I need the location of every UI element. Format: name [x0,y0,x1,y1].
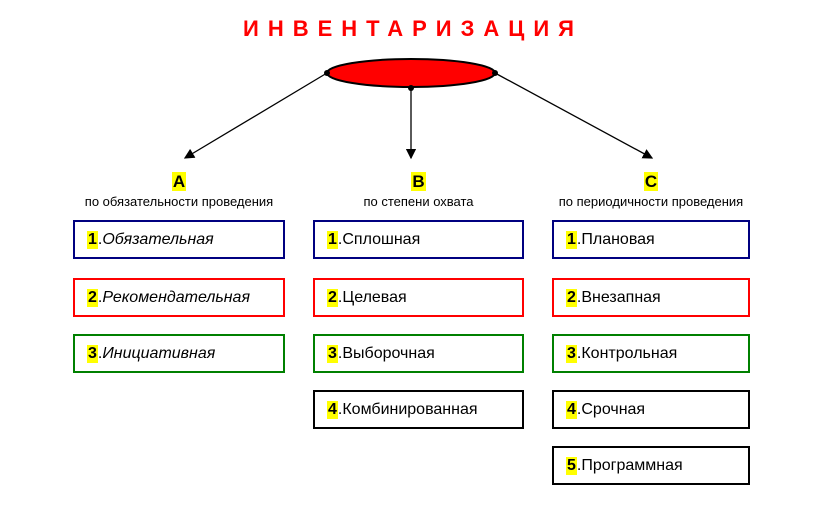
item-label: Контрольная [581,344,678,362]
item-label: Внезапная [581,288,661,306]
arrow-a [183,72,328,159]
category-box: 3. Инициативная [73,334,285,373]
item-number: 2 [566,288,577,307]
category-box: 4. Комбинированная [313,390,524,429]
item-number: 2 [87,288,98,307]
column-c-header: C по периодичности проведения [552,172,750,209]
column-letter: B [411,172,426,191]
item-label: Сплошная [342,230,421,248]
column-a-header: A по обязательности проведения [73,172,285,209]
item-number: 3 [327,344,338,363]
diagram-title: ИНВЕНТАРИЗАЦИЯ [243,16,583,41]
column-letter: C [643,172,659,191]
item-label: Рекомендательная [102,288,250,306]
category-box: 2. Целевая [313,278,524,317]
column-subtitle: по степени охвата [363,194,474,209]
item-label: Комбинированная [342,400,478,418]
category-box: 2. Рекомендательная [73,278,285,317]
item-number: 2 [327,288,338,307]
item-number: 4 [566,400,577,419]
item-number: 3 [87,344,98,363]
column-letter: A [171,172,187,191]
category-box: 1. Обязательная [73,220,285,259]
item-number: 1 [566,230,577,249]
root-ellipse [326,58,496,88]
item-label: Обязательная [102,230,214,248]
column-b-header: B по степени охвата [313,172,524,209]
item-number: 5 [566,456,577,475]
category-box: 1. Плановая [552,220,750,259]
item-label: Выборочная [342,344,435,362]
item-label: Плановая [581,230,655,248]
category-box: 2. Внезапная [552,278,750,317]
arrow-c [494,72,654,159]
item-number: 4 [327,400,338,419]
item-number: 1 [87,230,98,249]
item-label: Срочная [581,400,646,418]
category-box: 1. Сплошная [313,220,524,259]
item-label: Целевая [342,288,407,306]
item-label: Инициативная [102,344,216,362]
item-number: 1 [327,230,338,249]
category-box: 3. Контрольная [552,334,750,373]
column-subtitle: по периодичности проведения [558,194,744,209]
column-subtitle: по обязательности проведения [84,194,274,209]
item-number: 3 [566,344,577,363]
category-box: 3. Выборочная [313,334,524,373]
category-box: 5. Программная [552,446,750,485]
item-label: Программная [581,456,683,474]
category-box: 4. Срочная [552,390,750,429]
